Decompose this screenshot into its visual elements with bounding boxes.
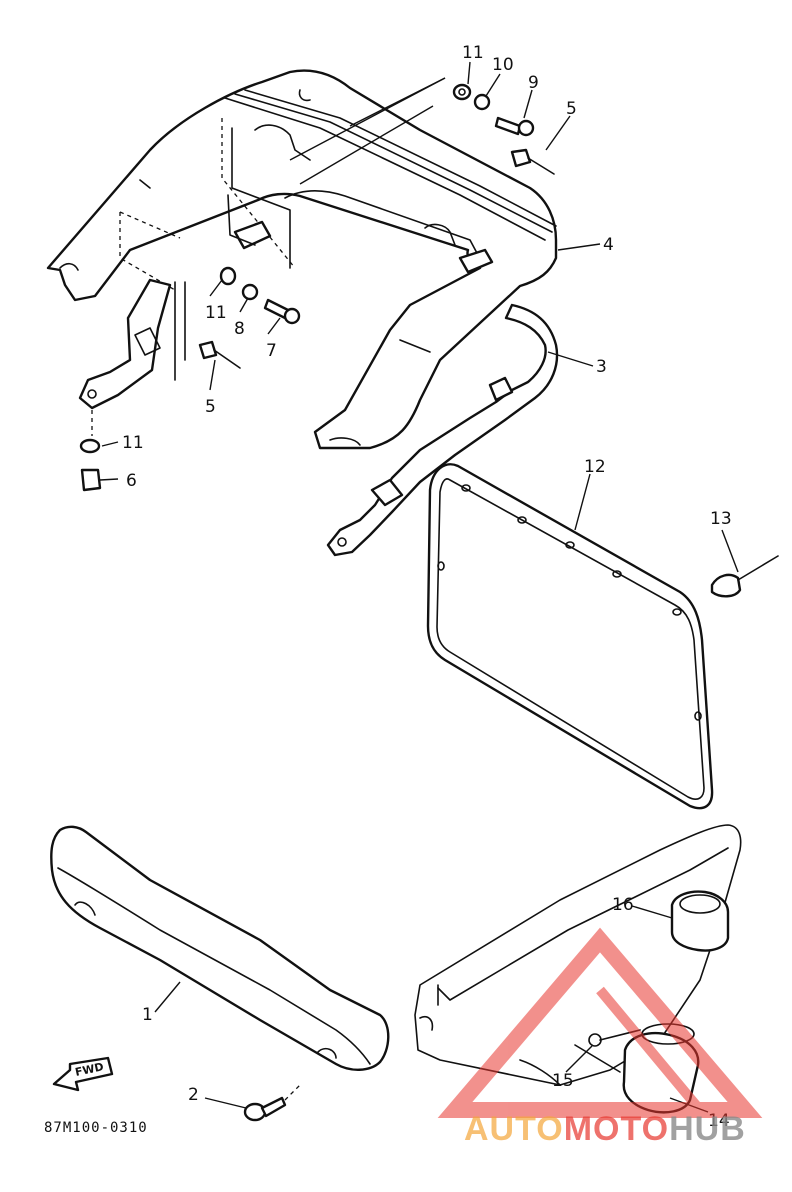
callout-5-lower: 5 [205,397,216,417]
callout-1: 1 [142,1005,153,1025]
callout-4: 4 [603,235,614,255]
part-3-rack-frame [326,303,559,557]
callout-7: 7 [266,341,277,361]
part-11-washer-lower [79,410,101,454]
callout-11-lower: 11 [122,433,144,453]
watermark-text: AUTOMOTOHUB [464,1110,746,1148]
bracket-assembly [78,118,296,410]
watermark-triangle-icon [437,927,763,1118]
callout-15: 15 [552,1071,574,1091]
part-10-nut [473,93,491,111]
callout-12: 12 [584,457,606,477]
callout-2: 2 [188,1085,199,1105]
part-5-screw-upper [510,148,555,175]
leader-lines [99,61,739,1113]
part-13-rivet [710,555,779,598]
part-16-cap [670,890,730,952]
watermark-moto: MOTO [564,1110,669,1148]
part-6-bolt [80,468,102,492]
callout-6: 6 [126,471,137,491]
callout-11-upper: 11 [462,43,484,63]
part-9-bolt [494,116,535,137]
part-2-screw [243,1084,301,1122]
callout-labels: 11 10 9 5 4 3 12 13 11 8 7 5 11 6 1 2 16… [122,43,732,1131]
callout-3: 3 [596,357,607,377]
callout-16: 16 [612,895,634,915]
callout-5-upper: 5 [566,99,577,119]
callout-13: 13 [710,509,732,529]
callout-10: 10 [492,55,514,75]
callout-8: 8 [234,319,245,339]
part-11-washer-middle [219,266,237,286]
part-5-screw-lower [198,340,241,369]
watermark-logo [437,927,763,1118]
part-12-plate [426,463,714,810]
forward-arrow: FWD [52,1056,114,1092]
part-11-washer-upper [452,83,472,101]
fwd-label: FWD [74,1060,105,1079]
watermark-hub: HUB [669,1110,746,1148]
callout-9: 9 [528,73,539,93]
part-8-nut [241,283,259,301]
diagram-code: 87M100-0310 [44,1120,148,1136]
svg-text:AUTOMOTOHUB: AUTOMOTOHUB [464,1110,746,1148]
part-1-rear-cowl [50,825,390,1071]
part-7-bolt [263,298,301,325]
watermark-auto: AUTO [464,1110,564,1148]
part-4-grab-bar [46,69,558,450]
callout-11-middle: 11 [205,303,227,323]
